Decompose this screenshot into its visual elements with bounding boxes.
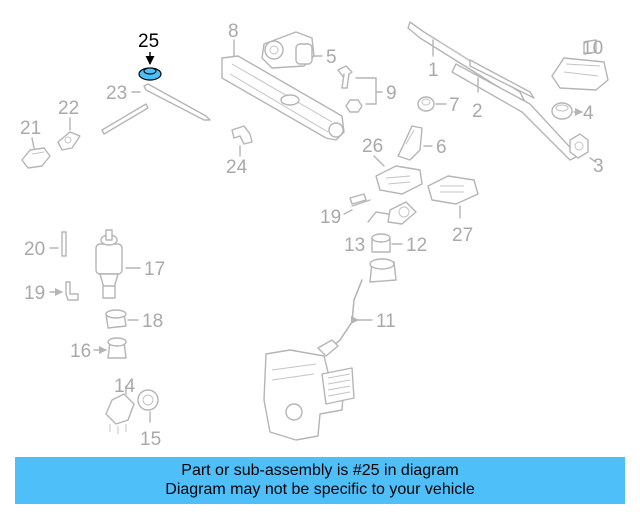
callout-17: 17 xyxy=(144,259,165,280)
callout-15: 15 xyxy=(140,429,161,450)
part-23-washer-hose xyxy=(101,83,211,135)
part-12-filler-neck xyxy=(371,233,403,253)
info-banner: Part or sub-assembly is #25 in diagram D… xyxy=(15,457,625,504)
callout-22: 22 xyxy=(58,98,79,119)
callout-8: 8 xyxy=(228,21,239,42)
part-18-grommet xyxy=(105,309,139,329)
part-7-grommet xyxy=(417,96,447,112)
callout-7: 7 xyxy=(449,95,460,116)
part-22-nozzle-connector xyxy=(57,117,81,151)
part-19-connector-left xyxy=(49,281,79,301)
callout-19-left: 19 xyxy=(24,283,45,304)
part-10-cowl-cover xyxy=(551,39,609,91)
callout-9: 9 xyxy=(386,83,397,104)
part-20-hose-clip xyxy=(49,231,67,257)
part-17-washer-pump xyxy=(95,229,141,299)
callout-21: 21 xyxy=(20,118,41,139)
part-3-nut xyxy=(569,133,597,163)
callout-20: 20 xyxy=(24,239,45,260)
part-8-wiper-linkage xyxy=(221,39,345,141)
part-13-seal xyxy=(351,199,417,283)
callout-19-right: 19 xyxy=(320,207,341,228)
callout-12: 12 xyxy=(406,235,427,256)
callout-1: 1 xyxy=(428,60,439,81)
callout-5: 5 xyxy=(326,47,337,68)
callout-24: 24 xyxy=(226,157,248,178)
part-9-bolt xyxy=(337,65,383,113)
part-6-bracket xyxy=(397,125,433,161)
callout-23: 23 xyxy=(106,83,127,104)
callout-27: 27 xyxy=(452,225,473,246)
part-14-pump-connector xyxy=(105,385,135,434)
callout-26: 26 xyxy=(362,136,383,157)
part-21-washer-nozzle xyxy=(21,137,51,169)
callout-3: 3 xyxy=(593,156,604,177)
banner-line-1: Part or sub-assembly is #25 in diagram xyxy=(181,462,459,479)
callout-labels: 1 2 3 4 5 6 7 8 9 10 11 12 13 14 15 16 1… xyxy=(20,21,604,450)
callout-18: 18 xyxy=(142,311,163,332)
part-5-wiper-motor xyxy=(261,31,323,69)
part-1-wiper-arm xyxy=(407,21,525,101)
part-2-wiper-arm xyxy=(451,59,579,161)
callout-6: 6 xyxy=(436,137,447,158)
callout-4: 4 xyxy=(583,103,594,124)
part-19-connector-right xyxy=(343,193,367,215)
callout-2: 2 xyxy=(472,101,483,122)
part-16-grommet xyxy=(93,337,127,359)
part-24-t-connector xyxy=(231,125,253,157)
callout-16: 16 xyxy=(70,341,91,362)
part-4-cap xyxy=(551,102,583,120)
banner-line-2: Diagram may not be specific to your vehi… xyxy=(165,481,475,498)
callout-25: 25 xyxy=(138,31,159,52)
callout-10: 10 xyxy=(582,38,603,59)
callout-14: 14 xyxy=(114,376,136,397)
part-25-highlighted xyxy=(138,52,162,81)
callout-13: 13 xyxy=(344,235,365,256)
part-27-nozzle-bracket xyxy=(427,175,479,219)
part-15-grommet xyxy=(137,389,159,423)
part-26-nozzle-bracket xyxy=(373,155,423,195)
washer-reservoir xyxy=(263,339,355,441)
callout-11: 11 xyxy=(376,311,396,332)
